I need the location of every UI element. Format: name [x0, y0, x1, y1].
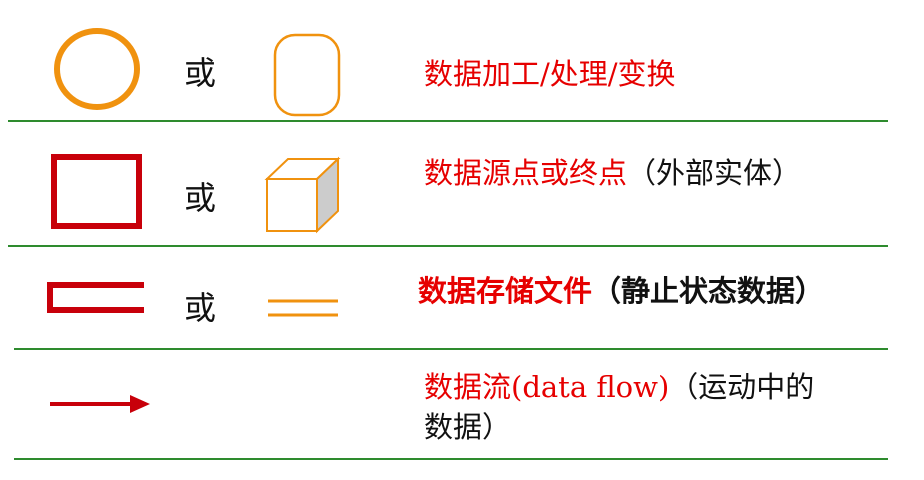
external-entity-note: （外部实体）: [627, 156, 802, 190]
data-store-description: 数据存储文件（静止状态数据）: [418, 268, 824, 310]
external-entity-term: 数据源点或终点: [424, 156, 628, 190]
data-flow-description-line1: 数据流(data flow)（运动中的: [424, 364, 814, 406]
or-label-row3: 或: [184, 289, 217, 327]
data-flow-arrow-symbol: [50, 395, 150, 413]
data-store-note: （静止状态数据）: [592, 274, 825, 308]
process-description: 数据加工/处理/变换: [424, 57, 676, 91]
divider-1: [8, 120, 888, 122]
divider-3: [14, 348, 888, 350]
data-flow-term: 数据流(data flow): [424, 370, 670, 404]
data-store-term: 数据存储文件: [418, 274, 593, 308]
or-label-row1: 或: [184, 54, 217, 92]
external-entity-description: 数据源点或终点（外部实体）: [424, 150, 801, 192]
process-circle-symbol: [54, 28, 140, 110]
data-store-open-rect-symbol: [47, 282, 144, 313]
data-flow-note-part1: （运动中的: [669, 370, 815, 404]
or-label-row2: 或: [184, 179, 217, 217]
data-flow-note-part2: 数据）: [424, 410, 512, 444]
external-entity-rect-symbol: [51, 154, 142, 229]
external-entity-cube-symbol: [264, 156, 341, 234]
divider-2: [8, 245, 888, 247]
data-store-double-line-symbol: [268, 299, 338, 317]
process-rounded-rect-symbol: [273, 33, 341, 117]
divider-4: [14, 458, 888, 460]
